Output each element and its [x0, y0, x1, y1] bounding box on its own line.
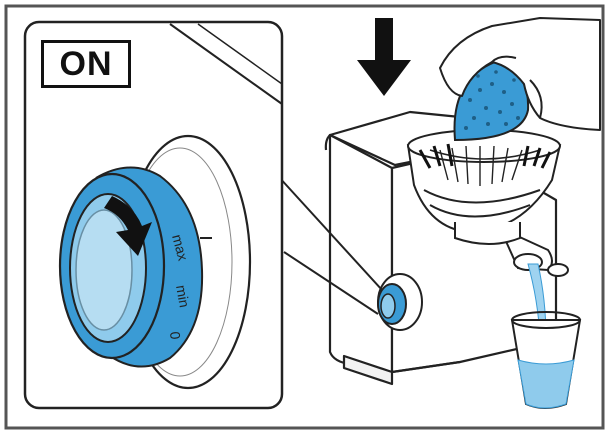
juice-glass: [510, 311, 582, 409]
inset-panel: max min 0: [23, 20, 284, 410]
juicer-front-face: [328, 133, 394, 374]
dial-label-zero: 0: [167, 331, 184, 340]
zoom-line-top: [277, 175, 383, 291]
appliance-dial: [377, 273, 423, 331]
hand: [439, 17, 601, 131]
on-label-badge: ON: [41, 40, 131, 88]
dial-label-max: max: [169, 233, 191, 263]
zoom-line-bottom: [283, 251, 379, 315]
reamer-teeth: [418, 143, 552, 169]
down-arrow-icon: [357, 18, 411, 96]
dial-label-min: min: [173, 284, 193, 309]
juicer-bowl: [406, 129, 562, 245]
juicer-base: [342, 354, 394, 386]
curved-arrow-icon: [104, 196, 152, 256]
